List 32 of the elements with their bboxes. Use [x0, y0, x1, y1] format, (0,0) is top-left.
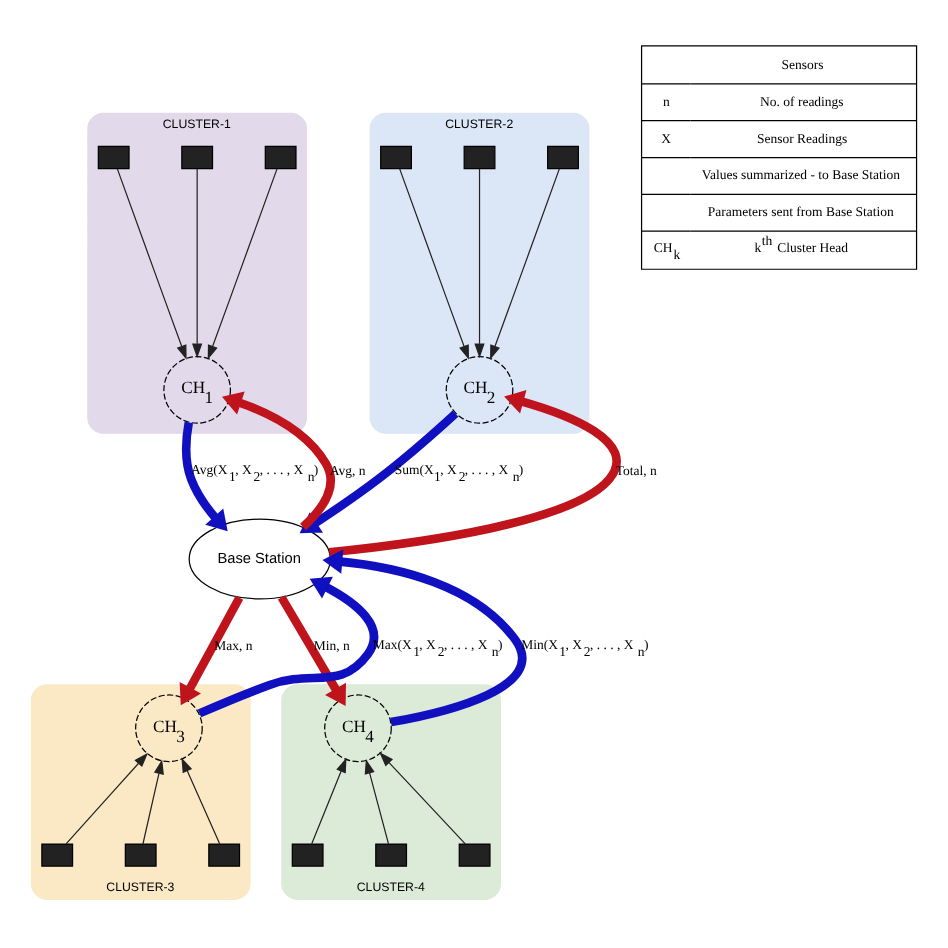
arrow — [277, 594, 346, 706]
node-box — [41, 842, 74, 866]
arrow — [197, 575, 379, 717]
arrow — [181, 756, 221, 844]
arrow — [364, 758, 390, 844]
node-box — [463, 144, 496, 169]
arrow — [490, 167, 561, 359]
node-box — [208, 842, 241, 866]
node-box — [97, 144, 130, 169]
node-box — [375, 842, 408, 866]
arrow — [299, 409, 459, 533]
arrow — [181, 420, 228, 531]
node-box — [380, 144, 412, 169]
arrow — [328, 389, 621, 556]
arrow — [474, 167, 485, 358]
node-box — [181, 144, 214, 169]
node-box — [291, 842, 324, 866]
arrow — [207, 167, 278, 359]
arrow — [379, 751, 466, 844]
arrow — [311, 756, 347, 844]
arrow — [179, 594, 244, 705]
arrow — [192, 167, 203, 358]
arrow — [142, 758, 164, 844]
arrow — [399, 167, 469, 359]
arrow — [116, 167, 187, 359]
arrow — [65, 751, 149, 844]
node-box — [264, 144, 297, 169]
node-box — [547, 144, 579, 169]
arrow — [322, 548, 527, 726]
arrow — [221, 390, 335, 530]
node-box — [458, 842, 491, 866]
node-box — [124, 842, 157, 866]
